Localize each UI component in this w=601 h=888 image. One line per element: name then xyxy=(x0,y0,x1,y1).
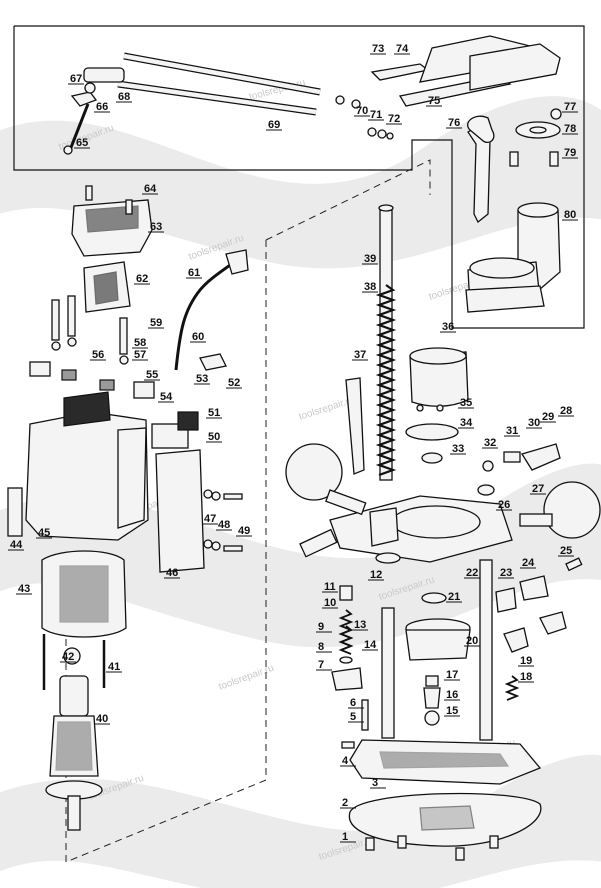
callout-21: 21 xyxy=(448,591,460,603)
callout-78: 78 xyxy=(564,123,576,135)
callout-5: 5 xyxy=(350,711,356,723)
callout-37: 37 xyxy=(354,349,366,361)
callout-2: 2 xyxy=(342,797,348,809)
callout-66: 66 xyxy=(96,101,108,113)
callout-73: 73 xyxy=(372,43,384,55)
callout-24: 24 xyxy=(522,557,535,569)
callout-19: 19 xyxy=(520,655,532,667)
callout-17: 17 xyxy=(446,669,458,681)
base-parts xyxy=(285,204,601,861)
callout-58: 58 xyxy=(134,337,146,349)
callout-72: 72 xyxy=(388,113,400,125)
callout-30: 30 xyxy=(528,417,540,429)
callout-15: 15 xyxy=(446,705,458,717)
callout-39: 39 xyxy=(364,253,376,265)
callout-63: 63 xyxy=(150,221,162,233)
callout-36: 36 xyxy=(442,321,454,333)
callout-43: 43 xyxy=(18,583,30,595)
callout-6: 6 xyxy=(350,697,356,709)
callout-47: 47 xyxy=(204,513,216,525)
callout-10: 10 xyxy=(324,597,336,609)
callout-49: 49 xyxy=(238,525,250,537)
callout-16: 16 xyxy=(446,689,458,701)
part-wrench xyxy=(467,115,495,224)
callout-18: 18 xyxy=(520,671,532,683)
callout-64: 64 xyxy=(144,183,157,195)
part-collet-nut xyxy=(509,108,562,167)
callout-4: 4 xyxy=(342,755,349,767)
callout-42: 42 xyxy=(62,651,74,663)
callout-9: 9 xyxy=(318,621,324,633)
callout-46: 46 xyxy=(166,567,178,579)
callout-1: 1 xyxy=(342,831,348,843)
callout-54: 54 xyxy=(160,391,173,403)
callout-12: 12 xyxy=(370,569,382,581)
callout-40: 40 xyxy=(96,713,108,725)
callout-35: 35 xyxy=(460,397,472,409)
callout-55: 55 xyxy=(146,369,158,381)
callout-68: 68 xyxy=(118,91,130,103)
callout-48: 48 xyxy=(218,519,230,531)
part-nuts-washers xyxy=(335,95,394,140)
callout-20: 20 xyxy=(466,635,478,647)
callout-22: 22 xyxy=(466,567,478,579)
part-fence-bracket xyxy=(370,35,561,107)
callout-11: 11 xyxy=(324,581,336,593)
callout-27: 27 xyxy=(532,483,544,495)
callout-65: 65 xyxy=(76,137,88,149)
callout-67: 67 xyxy=(70,73,82,85)
callout-75: 75 xyxy=(428,95,440,107)
callout-51: 51 xyxy=(208,407,220,419)
callout-50: 50 xyxy=(208,431,220,443)
watermark-text: toolsrepair.ru xyxy=(217,663,275,693)
callout-14: 14 xyxy=(364,639,377,651)
callout-61: 61 xyxy=(188,267,200,279)
callout-33: 33 xyxy=(452,443,464,455)
callout-45: 45 xyxy=(38,527,50,539)
callout-71: 71 xyxy=(370,109,382,121)
callout-52: 52 xyxy=(228,377,240,389)
callout-25: 25 xyxy=(560,545,572,557)
callout-26: 26 xyxy=(498,499,510,511)
base-assembly-dashed-outline xyxy=(265,159,431,241)
callout-13: 13 xyxy=(354,619,366,631)
callout-80: 80 xyxy=(564,209,576,221)
motor-parts xyxy=(7,185,249,831)
callout-3: 3 xyxy=(372,777,378,789)
part-guide-rod xyxy=(83,52,321,116)
callout-62: 62 xyxy=(136,273,148,285)
callout-41: 41 xyxy=(108,661,120,673)
callout-31: 31 xyxy=(506,425,518,437)
accessory-parts xyxy=(63,35,562,313)
callout-7: 7 xyxy=(318,659,324,671)
part-dust-adapter xyxy=(465,202,561,313)
callout-38: 38 xyxy=(364,281,376,293)
callout-44: 44 xyxy=(10,539,23,551)
callout-57: 57 xyxy=(134,349,146,361)
callout-8: 8 xyxy=(318,641,324,653)
callout-60: 60 xyxy=(192,331,204,343)
callout-70: 70 xyxy=(356,105,368,117)
callout-56: 56 xyxy=(92,349,104,361)
callout-34: 34 xyxy=(460,417,473,429)
callout-69: 69 xyxy=(268,119,280,131)
callout-29: 29 xyxy=(542,411,554,423)
callout-74: 74 xyxy=(396,43,409,55)
part-wing-screw xyxy=(63,82,98,155)
accessory-box-frame xyxy=(13,25,585,329)
callout-32: 32 xyxy=(484,437,496,449)
callout-28: 28 xyxy=(560,405,572,417)
callout-76: 76 xyxy=(448,117,460,129)
callout-77: 77 xyxy=(564,101,576,113)
callout-59: 59 xyxy=(150,317,162,329)
callout-23: 23 xyxy=(500,567,512,579)
callout-53: 53 xyxy=(196,373,208,385)
callout-79: 79 xyxy=(564,147,576,159)
